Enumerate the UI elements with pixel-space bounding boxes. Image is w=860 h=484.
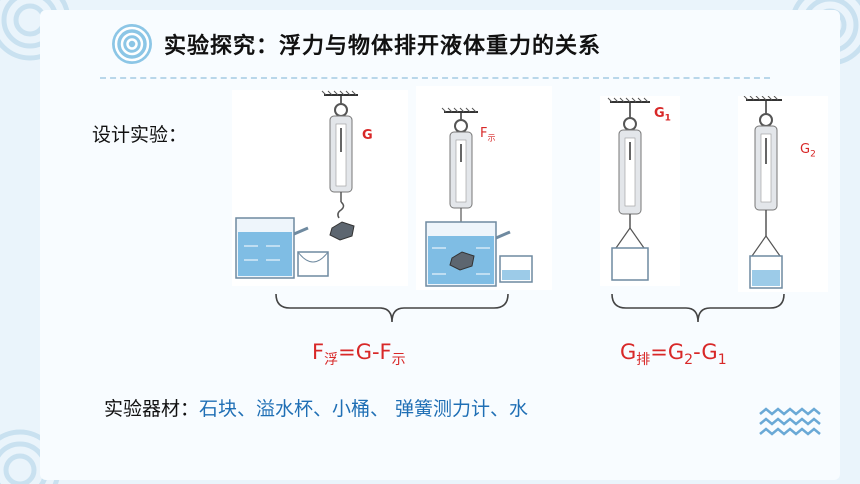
- spiral-title-icon: [112, 24, 152, 64]
- label-g: G: [362, 128, 373, 143]
- title-divider: [100, 77, 770, 79]
- spring-scale-stone-air-illustration: [235, 90, 358, 279]
- experiment-panel-2: F示: [416, 86, 552, 290]
- bracket-right: [611, 293, 785, 323]
- materials-label: 实验器材：: [104, 398, 200, 420]
- experiment-panel-1: G: [232, 90, 408, 286]
- spring-scale-empty-bucket-illustration: [607, 97, 650, 281]
- design-label: 设计实验：: [92, 124, 188, 146]
- materials-list: 石块、溢水杯、小桶、 弹簧测力计、水: [199, 398, 529, 420]
- materials-row: 实验器材：石块、溢水杯、小桶、 弹簧测力计、水: [104, 394, 528, 421]
- bracket-left: [275, 293, 509, 323]
- spring-scale-water-bucket-illustration: [743, 95, 783, 289]
- formula-buoyancy: F浮=G-F示: [312, 340, 406, 369]
- page-title: 实验探究：浮力与物体排开液体重力的关系: [164, 34, 602, 59]
- experiment-panel-4: G2: [738, 95, 828, 292]
- label-g1: G1: [654, 106, 671, 124]
- label-f-reading: F示: [480, 126, 496, 143]
- experiment-panel-3: G1: [600, 96, 680, 286]
- formula-displaced-weight: G排=G2-G1: [620, 340, 727, 369]
- title-bar: 实验探究：浮力与物体排开液体重力的关系: [60, 14, 760, 74]
- label-g2: G2: [800, 142, 816, 160]
- zigzag-decoration: [759, 407, 821, 436]
- spring-scale-stone-water-illustration: [425, 107, 533, 287]
